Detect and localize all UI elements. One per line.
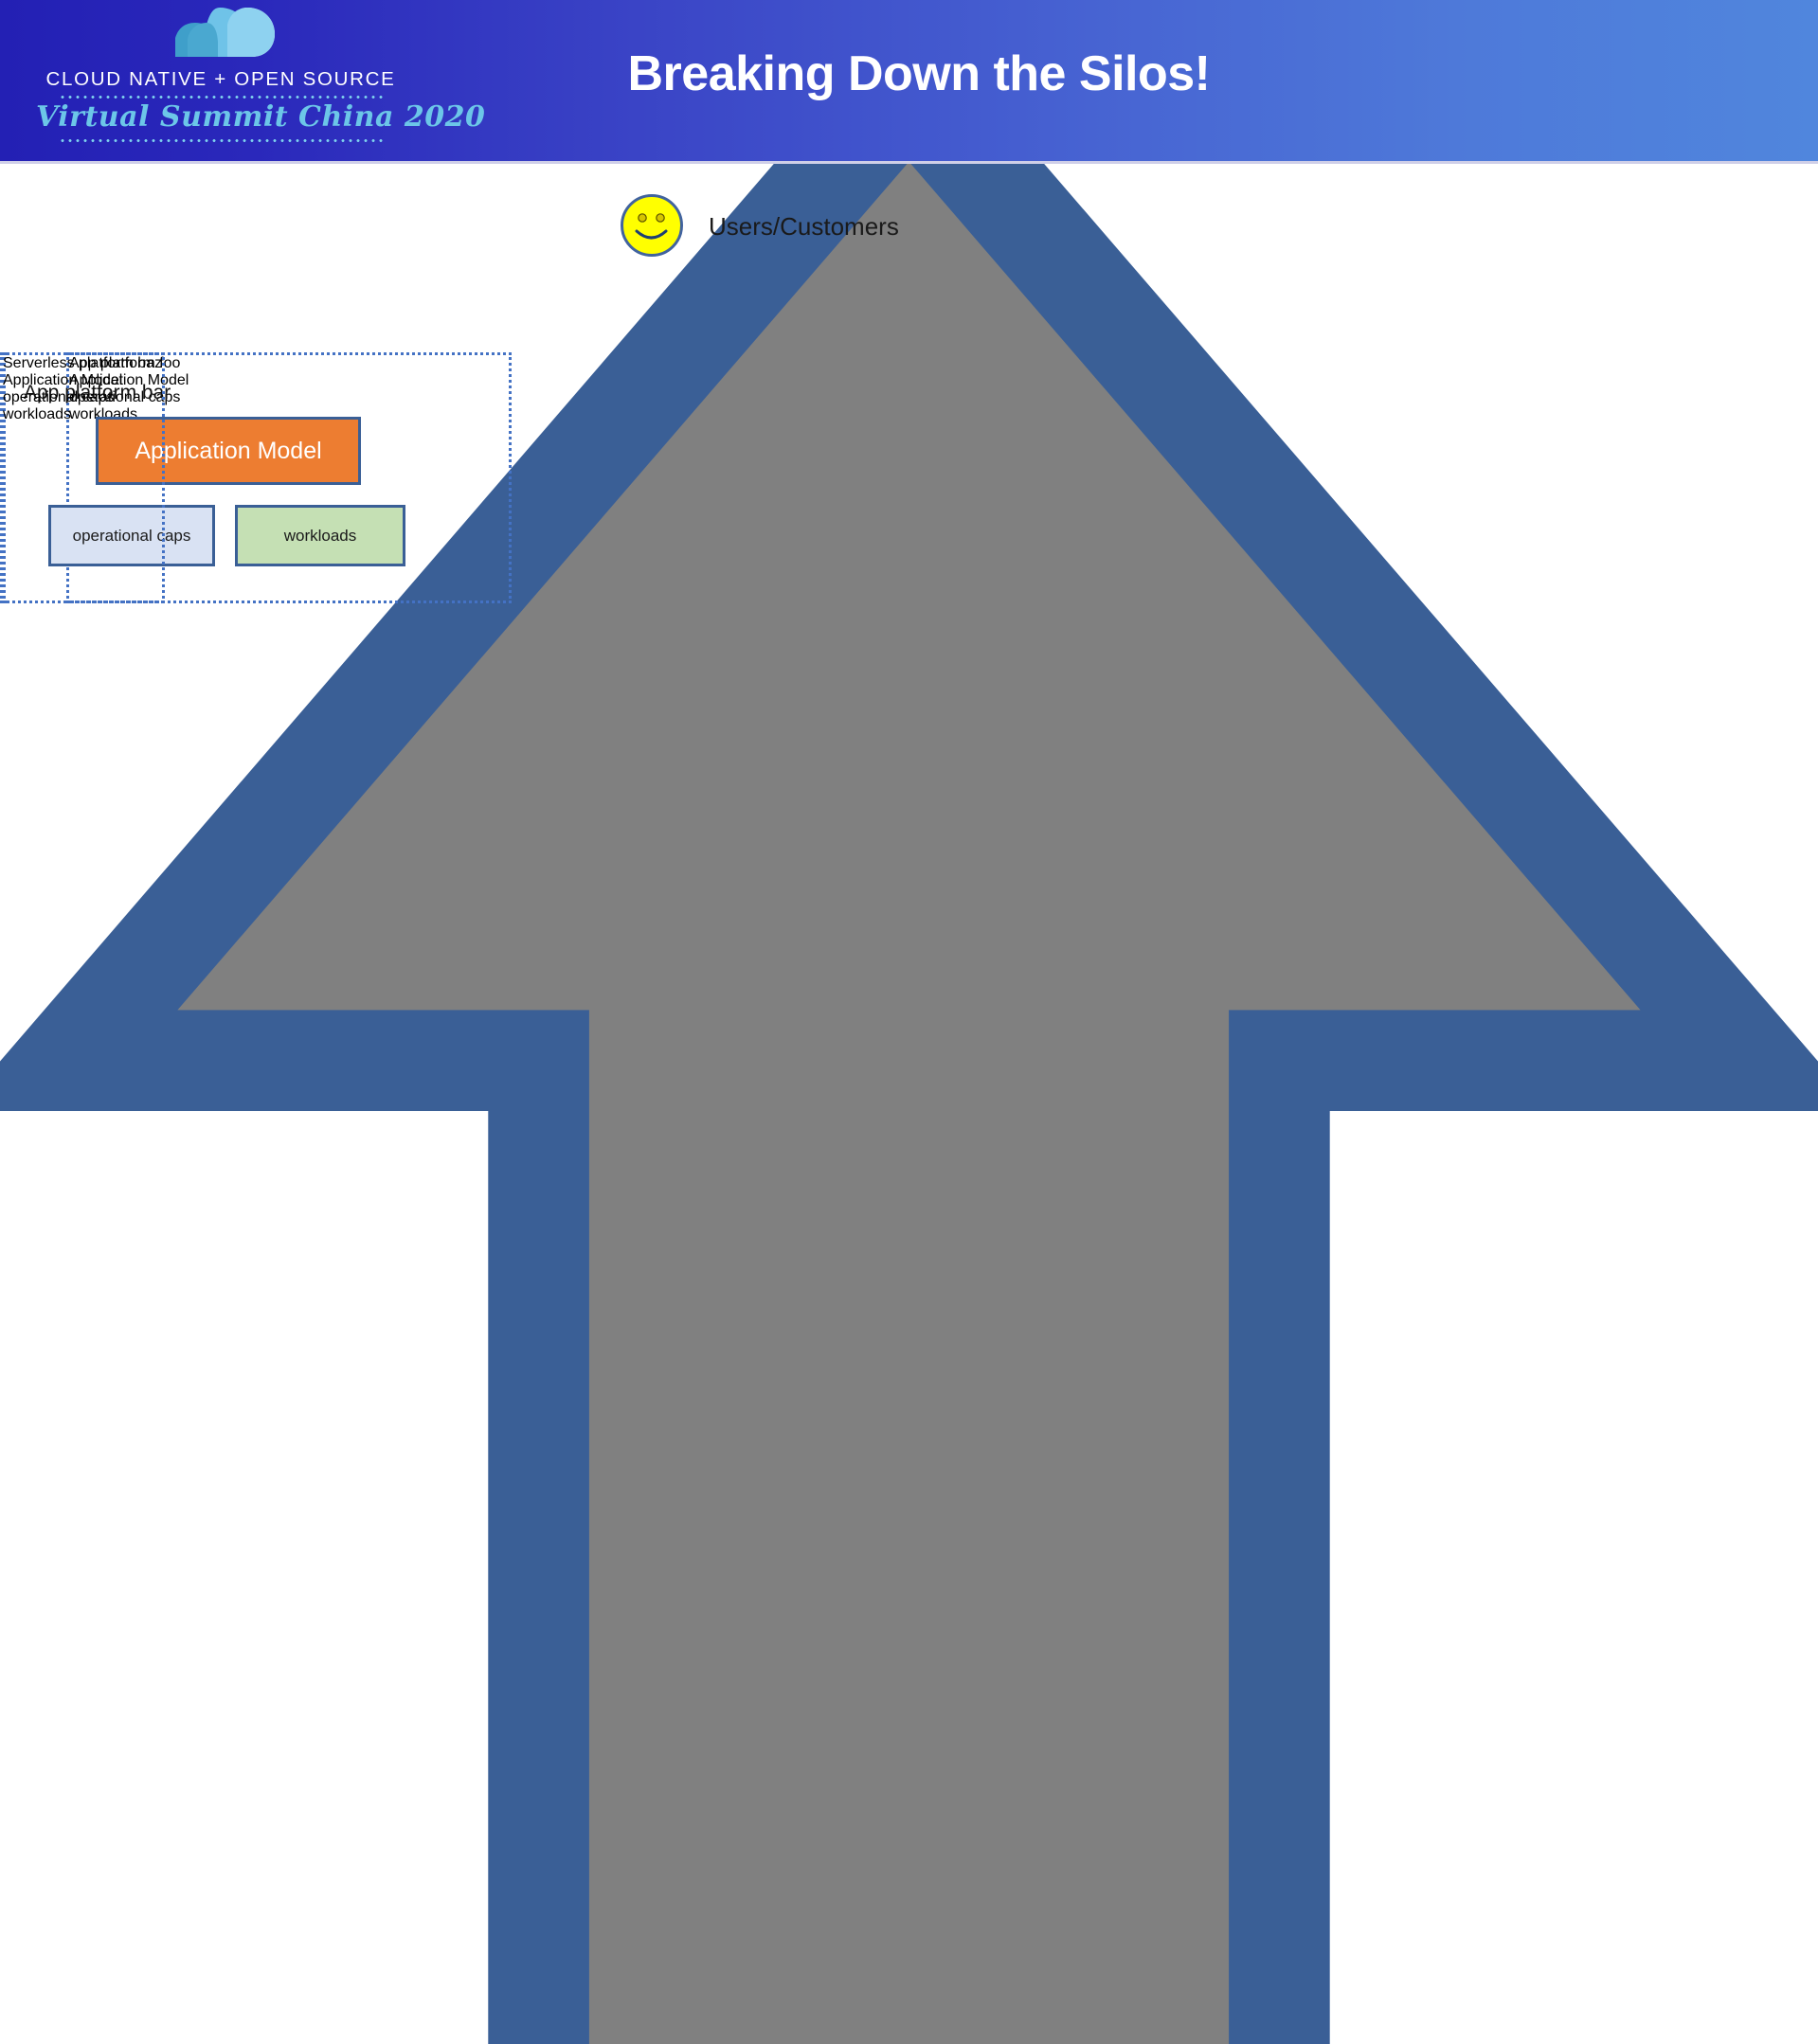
application-model-box: Application Model [69,372,189,388]
logo-subtitle: Virtual Summit China 2020 [36,100,486,134]
operational-caps-box: operational caps [69,389,181,405]
platform-label: Serverless platform baz [3,355,163,371]
application-model-box: Application Model [3,372,123,388]
logo-dot-divider-bottom [59,139,386,142]
workloads-box: workloads [235,505,405,566]
logo-dot-divider-top [59,96,386,99]
logo-title: CLOUD NATIVE + OPEN SOURCE [45,68,396,90]
platform-group-bar: App platform bar Application Model opera… [0,352,405,603]
header-banner: CLOUD NATIVE + OPEN SOURCE Virtual Summi… [0,0,1818,164]
operational-caps-box: operational caps [48,505,215,566]
users-customers-label: Users/Customers [709,212,899,241]
operational-caps-box: operational caps [3,389,115,405]
smiley-face-icon [621,194,683,257]
up-arrow-icon [0,7,1818,2044]
page-title: Breaking Down the Silos! [627,46,1211,101]
platform-group-foo: App platform foo Application Model opera… [66,352,512,603]
platform-label: App platform foo [69,355,181,371]
event-logo: CLOUD NATIVE + OPEN SOURCE Virtual Summi… [36,2,486,158]
application-model-box: Application Model [96,417,361,485]
workloads-box: workloads [3,406,72,422]
cloud-logo-icon [175,8,275,57]
platform-label: App platform bar [24,382,171,403]
platform-group-baz: Serverless platform baz Application Mode… [0,352,166,603]
